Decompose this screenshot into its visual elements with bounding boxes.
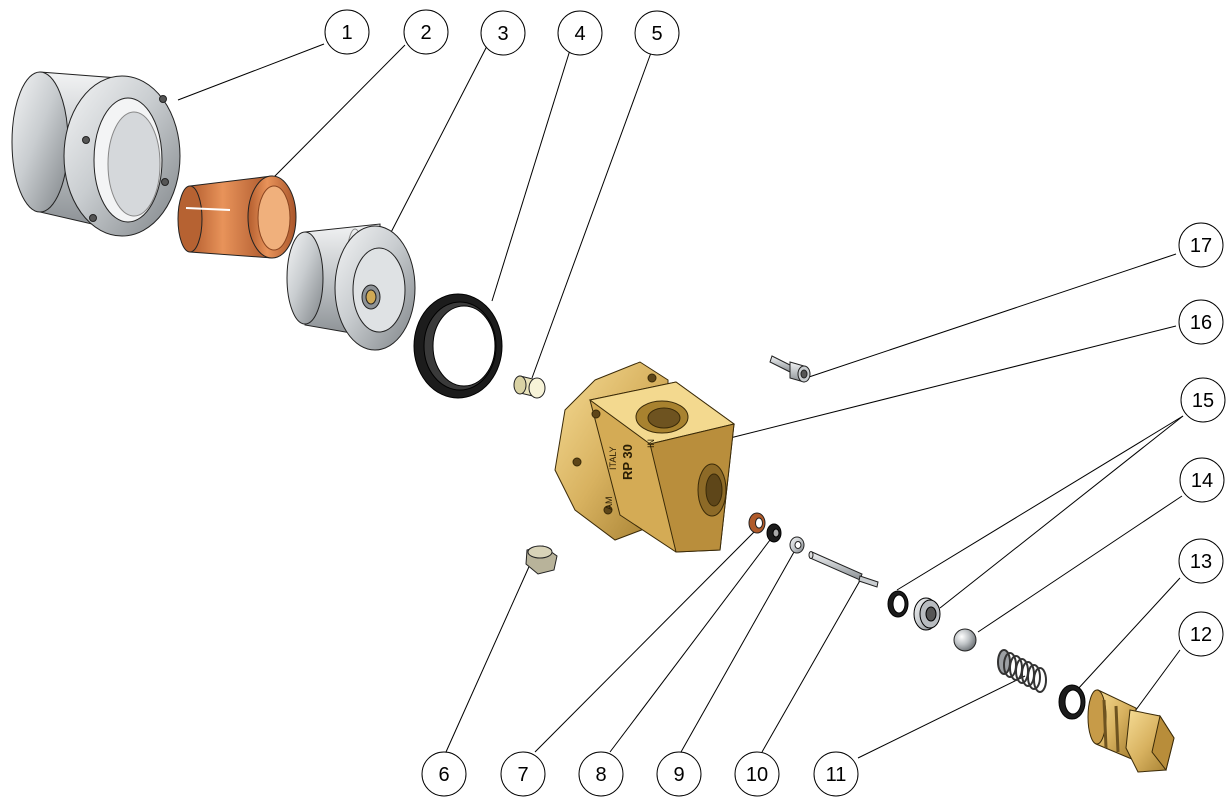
callout-17: 17	[1178, 222, 1224, 268]
callout-9: 9	[656, 751, 702, 797]
callout-3: 3	[480, 10, 526, 56]
leader-9	[680, 551, 795, 753]
part-16-valve-body: ITALY RP 30 AM IN	[554, 361, 736, 553]
callout-5: 5	[634, 10, 680, 56]
callout-8-label: 8	[595, 764, 606, 786]
callout-6: 6	[421, 751, 467, 797]
callout-4: 4	[557, 10, 603, 56]
callout-13: 13	[1178, 538, 1224, 584]
callout-2-label: 2	[420, 22, 431, 44]
callout-5-label: 5	[651, 23, 662, 45]
callout-7-label: 7	[517, 764, 528, 786]
part-13-oring	[1058, 684, 1086, 720]
callout-1: 1	[324, 9, 370, 55]
callout-11: 11	[813, 751, 859, 797]
part-4-seal-ring	[413, 293, 503, 399]
leader-11	[857, 675, 1026, 759]
callout-16: 16	[1178, 299, 1224, 345]
callout-7: 7	[500, 751, 546, 797]
callout-17-label: 17	[1190, 235, 1212, 257]
callout-3-label: 3	[497, 23, 508, 45]
leader-1	[177, 43, 325, 101]
callout-2: 2	[403, 9, 449, 55]
part-17-socket-screw	[769, 355, 811, 383]
leader-8	[609, 539, 771, 753]
leader-14	[977, 495, 1183, 633]
leader-13	[1076, 577, 1181, 691]
part-2-bronze-bushing	[177, 175, 297, 259]
leader-7	[534, 529, 757, 753]
part-14-ball	[953, 628, 977, 652]
part-15-seat-and-oring	[887, 590, 941, 631]
leader-15b	[939, 415, 1184, 609]
callout-4-label: 4	[574, 23, 585, 45]
callout-13-label: 13	[1190, 551, 1212, 573]
callout-14: 14	[1179, 457, 1225, 503]
marking-brand: ITALY	[608, 446, 618, 470]
callout-15: 15	[1180, 377, 1226, 423]
part-9-small-washer	[789, 536, 805, 554]
callout-9-label: 9	[673, 764, 684, 786]
callout-14-label: 14	[1191, 470, 1213, 492]
callout-15-label: 15	[1192, 390, 1214, 412]
callout-16-label: 16	[1190, 312, 1212, 334]
marking-port-a: AM	[604, 497, 614, 511]
leader-10	[761, 576, 863, 753]
part-3-piston	[286, 223, 416, 351]
leader-6	[445, 559, 533, 753]
part-8-seal	[766, 523, 782, 543]
leader-16	[729, 325, 1177, 439]
marking-model: RP 30	[620, 444, 635, 480]
part-10-stem	[808, 551, 879, 588]
marking-port-b: IN	[646, 439, 656, 448]
leader-4	[491, 49, 571, 302]
callout-6-label: 6	[438, 764, 449, 786]
callout-12: 12	[1178, 611, 1224, 657]
leader-lines	[177, 43, 1184, 759]
leader-12	[1129, 649, 1181, 719]
body-markings: ITALY RP 30 AM IN	[604, 439, 656, 510]
callout-8: 8	[578, 751, 624, 797]
leader-17	[805, 253, 1177, 379]
part-1-flange-housing	[11, 71, 181, 237]
part-7-washer	[748, 512, 766, 534]
callout-10: 10	[734, 751, 780, 797]
part-6-hex-plug	[525, 545, 558, 575]
leader-3	[384, 45, 488, 245]
part-12-cap	[1087, 689, 1175, 773]
callout-1-label: 1	[341, 22, 352, 44]
callout-bubbles: 1 2 3 4 5 6 7 8	[324, 9, 1226, 797]
leader-2	[272, 44, 406, 179]
part-11-spring	[997, 649, 1047, 693]
callout-11-label: 11	[826, 764, 847, 786]
leader-5	[531, 49, 653, 379]
part-5-ptfe-plug	[513, 375, 546, 399]
leader-15a	[896, 415, 1184, 591]
callout-10-label: 10	[746, 764, 768, 786]
callout-12-label: 12	[1190, 624, 1212, 646]
